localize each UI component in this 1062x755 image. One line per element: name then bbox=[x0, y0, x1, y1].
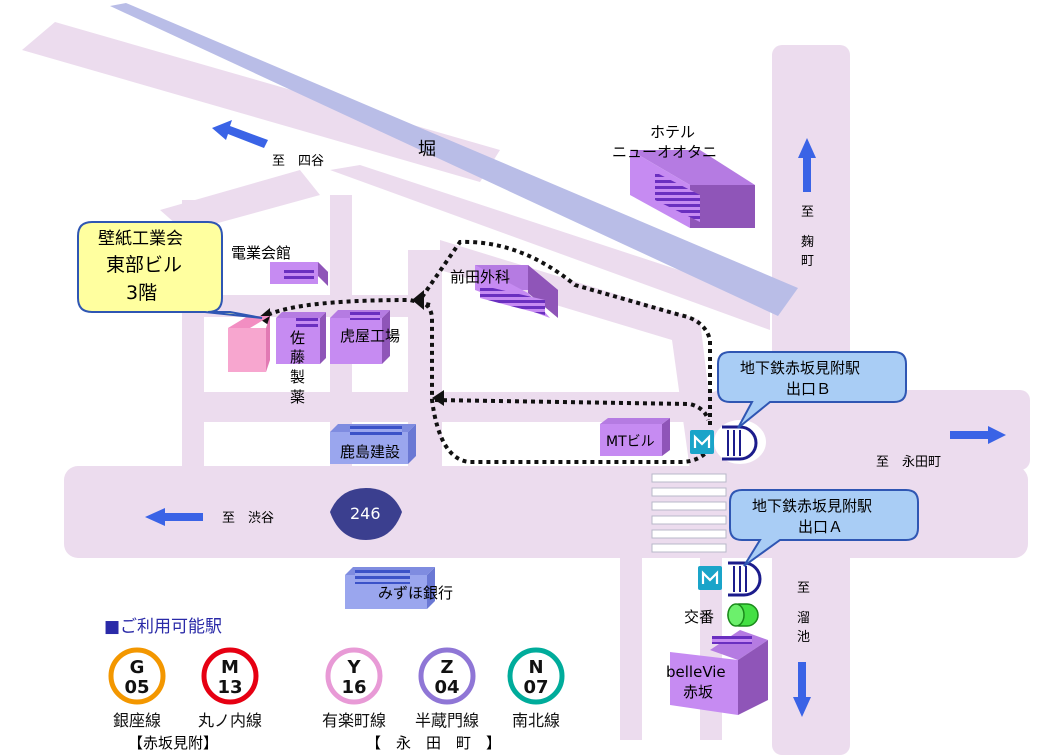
line-letter: G bbox=[130, 657, 145, 678]
walking-route-inner bbox=[434, 398, 710, 421]
legend-title: ■ご利用可能駅 bbox=[104, 617, 222, 637]
hotel-label-2: ニューオオタニ bbox=[612, 143, 717, 161]
line-badge-y bbox=[325, 647, 383, 705]
arrow-shibuya-icon bbox=[145, 508, 203, 526]
route-246-badge bbox=[330, 488, 402, 540]
station-nagatacho: 【 永 田 町 】 bbox=[366, 734, 501, 752]
arrow-yotsuya-icon bbox=[212, 120, 268, 148]
route-arrow-inner bbox=[432, 390, 444, 406]
sato-label-4: 薬 bbox=[290, 388, 305, 406]
line-letter: Z bbox=[440, 657, 453, 678]
exit-a-marker bbox=[698, 561, 762, 597]
bellevie-label-1: belleVie bbox=[666, 663, 726, 681]
line-name: 有楽町線 bbox=[322, 711, 386, 730]
line-name: 丸ノ内線 bbox=[198, 711, 262, 730]
direction-tameike-1: 至 bbox=[797, 581, 810, 596]
target-line-1: 壁紙工業会 bbox=[98, 229, 183, 249]
arrow-kojimachi-icon bbox=[798, 138, 816, 192]
road-south-left bbox=[620, 555, 642, 740]
building-tobu-target bbox=[228, 316, 270, 372]
arrow-nagatacho-icon bbox=[950, 426, 1006, 444]
building-maeda-geka bbox=[475, 265, 558, 318]
route-246-label: 246 bbox=[350, 504, 381, 523]
line-number: 05 bbox=[124, 677, 149, 698]
building-mizuho bbox=[345, 567, 435, 609]
exit-a-callout bbox=[729, 489, 919, 567]
road-east-branch bbox=[710, 390, 1030, 470]
station-akasaka-mitsuke: 【赤坂見附】 bbox=[128, 734, 218, 752]
sato-label-2: 藤 bbox=[290, 348, 305, 366]
direction-yotsuya: 至 四谷 bbox=[272, 154, 324, 169]
walking-route bbox=[260, 239, 712, 464]
road-moat-side bbox=[330, 165, 770, 330]
direction-kojimachi-1: 至 bbox=[801, 205, 814, 220]
arrow-tameike-icon bbox=[793, 662, 811, 717]
mt-label: MTビル bbox=[606, 434, 655, 450]
roads bbox=[22, 22, 1030, 755]
legend-lines: G05 銀座線 M13 丸ノ内線 Y16 有楽町線 Z04 半蔵門線 N07 南北線 bbox=[108, 647, 565, 730]
exit-b-line-2: 出口Ｂ bbox=[786, 380, 831, 398]
kajima-label: 鹿島建設 bbox=[340, 443, 400, 461]
exit-a-line-1: 地下鉄赤坂見附駅 bbox=[752, 497, 872, 515]
exit-b-line-1: 地下鉄赤坂見附駅 bbox=[740, 359, 860, 377]
line-number: 13 bbox=[217, 677, 242, 698]
building-mt bbox=[600, 418, 670, 456]
direction-nagatacho: 至 永田町 bbox=[876, 455, 941, 470]
exit-b-marker bbox=[690, 420, 766, 464]
line-letter: Y bbox=[346, 657, 361, 678]
line-name: 銀座線 bbox=[113, 711, 161, 730]
line-badge-n bbox=[507, 647, 565, 705]
route-arrow-north bbox=[412, 290, 424, 310]
target-callout bbox=[77, 221, 263, 319]
line-letter: N bbox=[528, 657, 543, 678]
police-box-icon bbox=[727, 603, 759, 627]
moat bbox=[110, 3, 798, 316]
line-badge-m bbox=[201, 647, 259, 705]
direction-tameike-3: 池 bbox=[797, 630, 810, 645]
target-line-3: 3階 bbox=[126, 282, 157, 304]
direction-kojimachi-3: 町 bbox=[801, 254, 814, 269]
line-letter: M bbox=[221, 657, 239, 678]
direction-kojimachi-2: 麹 bbox=[801, 234, 814, 250]
building-denki-kaikan bbox=[270, 262, 328, 286]
metro-icon bbox=[701, 570, 719, 584]
line-number: 07 bbox=[523, 677, 548, 698]
crosswalk bbox=[651, 473, 727, 553]
line-name: 半蔵門線 bbox=[415, 711, 479, 730]
line-name: 南北線 bbox=[512, 711, 560, 730]
building-hotel-new-otani bbox=[630, 150, 755, 228]
hotel-label-1: ホテル bbox=[650, 123, 695, 141]
sato-label-1: 佐 bbox=[290, 329, 305, 347]
building-bellevie bbox=[670, 630, 768, 715]
line-number: 04 bbox=[434, 677, 459, 698]
road-inner-horizontal bbox=[182, 392, 717, 422]
police-label: 交番 bbox=[684, 608, 714, 626]
building-kajima bbox=[330, 424, 416, 464]
road-diagonal-upper bbox=[22, 22, 500, 182]
metro-icon bbox=[693, 434, 711, 448]
line-badge-g bbox=[108, 647, 166, 705]
toraya-label: 虎屋工場 bbox=[340, 327, 400, 345]
building-sato-seiyaku bbox=[276, 312, 326, 364]
line-badge-z bbox=[418, 647, 476, 705]
bellevie-label-2: 赤坂 bbox=[683, 683, 713, 701]
building-toraya-factory bbox=[330, 310, 390, 364]
direction-tameike-2: 溜 bbox=[797, 611, 810, 626]
target-line-2: 東部ビル bbox=[106, 254, 182, 276]
exit-a-line-2: 出口Ａ bbox=[798, 518, 843, 536]
line-number: 16 bbox=[341, 677, 366, 698]
sato-label-3: 製 bbox=[290, 368, 305, 386]
maeda-label: 前田外科 bbox=[450, 268, 510, 286]
mizuho-label: みずほ銀行 bbox=[378, 584, 453, 602]
denki-label: 電業会館 bbox=[231, 244, 291, 262]
exit-b-callout bbox=[717, 351, 907, 429]
moat-label: 堀 bbox=[418, 139, 436, 160]
direction-shibuya: 至 渋谷 bbox=[222, 511, 274, 526]
